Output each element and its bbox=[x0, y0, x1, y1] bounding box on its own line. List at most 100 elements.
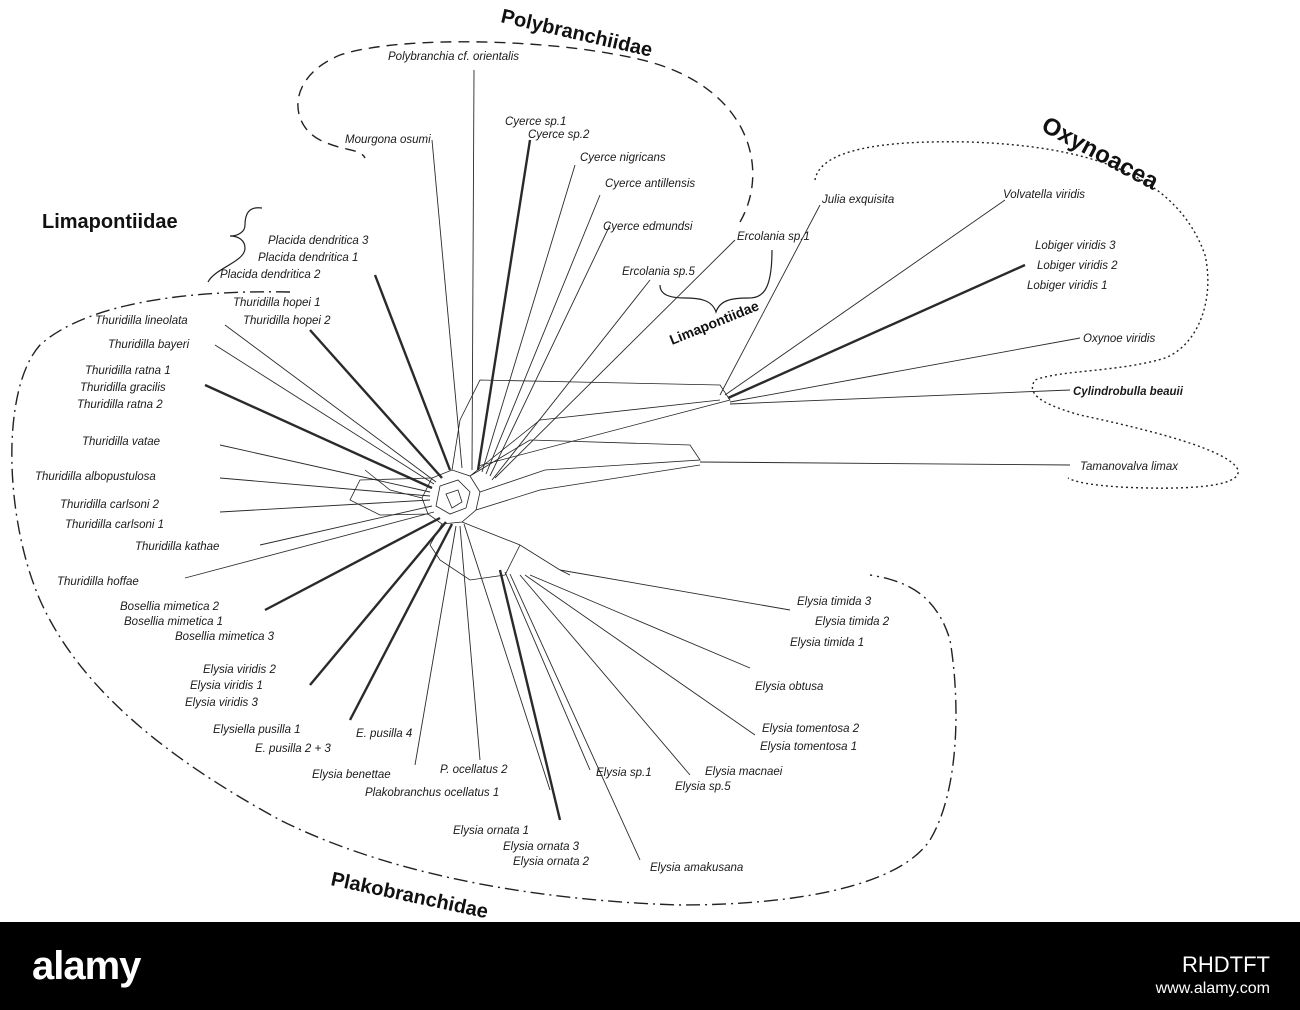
label-thuridilla-lineolata: Thuridilla lineolata bbox=[95, 315, 188, 327]
edge-elysia-tomentosa bbox=[524, 574, 756, 736]
label-cylindrobulla-beauii: Cylindrobulla beauii bbox=[1073, 386, 1184, 398]
network-core bbox=[349, 379, 731, 581]
edge-cyerce-antillensis bbox=[485, 194, 601, 475]
label-thuridilla-ratna-2: Thuridilla ratna 2 bbox=[77, 399, 163, 411]
label-elysia-sp5: Elysia sp.5 bbox=[675, 781, 731, 793]
label-placida-dendritica-3: Placida dendritica 3 bbox=[268, 235, 369, 247]
edge-elysia-amakusana bbox=[509, 573, 641, 861]
label-cyerce-sp2: Cyerce sp.2 bbox=[528, 129, 590, 141]
label-thuridilla-vatae: Thuridilla vatae bbox=[82, 436, 160, 448]
label-cyerce-sp1: Cyerce sp.1 bbox=[505, 116, 566, 128]
stock-url[interactable]: www.alamy.com bbox=[1155, 980, 1270, 997]
edge-elysia-viridis bbox=[309, 521, 447, 686]
edge-tamanovalva bbox=[699, 461, 1071, 466]
edge-volvatella bbox=[724, 199, 1006, 396]
label-bosellia-mimetica-1: Bosellia mimetica 1 bbox=[124, 616, 223, 628]
label-p-ocellatus-2: P. ocellatus 2 bbox=[440, 764, 508, 776]
label-cyerce-antillensis: Cyerce antillensis bbox=[605, 178, 695, 190]
label-lobiger-viridis-2: Lobiger viridis 2 bbox=[1037, 260, 1118, 272]
label-elysia-viridis-2: Elysia viridis 2 bbox=[203, 664, 276, 676]
label-elysia-ornata-3: Elysia ornata 3 bbox=[503, 841, 580, 853]
group-label-polybranchiidae: Polybranchiidae bbox=[499, 5, 654, 61]
edge-elysia-obtusa bbox=[529, 574, 751, 669]
label-thuridilla-ratna-1: Thuridilla ratna 1 bbox=[85, 365, 171, 377]
label-elysia-timida-3: Elysia timida 3 bbox=[797, 596, 872, 608]
taxon-labels: Polybranchia cf. orientalis Mourgona osu… bbox=[35, 51, 1184, 874]
label-elysia-tomentosa-1: Elysia tomentosa 1 bbox=[760, 741, 857, 753]
label-elysia-macnaei: Elysia macnaei bbox=[705, 766, 783, 778]
plakobranchidae-outline bbox=[11, 291, 957, 906]
limapontiidae-braces bbox=[207, 207, 773, 314]
group-label-limapontiidae-right: Limapontiidae bbox=[667, 297, 761, 347]
label-julia-exquisita: Julia exquisita bbox=[821, 194, 894, 206]
edge-p-ocellatus-2 bbox=[459, 525, 481, 761]
label-bosellia-mimetica-3: Bosellia mimetica 3 bbox=[175, 631, 275, 643]
edge-ercolania-sp5 bbox=[491, 279, 651, 481]
edge-cyerce-1-2 bbox=[476, 139, 532, 471]
label-placida-dendritica-1: Placida dendritica 1 bbox=[258, 252, 358, 264]
limapontiidae-left-brace bbox=[207, 207, 263, 283]
label-elysia-timida-1: Elysia timida 1 bbox=[790, 637, 864, 649]
label-thuridilla-hoffae: Thuridilla hoffae bbox=[57, 576, 139, 588]
label-oxynoe-viridis: Oxynoe viridis bbox=[1083, 333, 1155, 345]
edge-mourgona bbox=[431, 139, 463, 469]
label-thuridilla-gracilis: Thuridilla gracilis bbox=[80, 382, 166, 394]
label-elysia-amakusana: Elysia amakusana bbox=[650, 862, 743, 874]
edge-placida bbox=[373, 274, 452, 471]
label-thuridilla-hopei-2: Thuridilla hopei 2 bbox=[243, 315, 331, 327]
label-bosellia-mimetica-2: Bosellia mimetica 2 bbox=[120, 601, 220, 613]
label-thuridilla-albopustulosa: Thuridilla albopustulosa bbox=[35, 471, 156, 483]
polybranchiidae-outline bbox=[297, 41, 754, 223]
label-lobiger-viridis-3: Lobiger viridis 3 bbox=[1035, 240, 1116, 252]
label-thuridilla-carlsoni-1: Thuridilla carlsoni 1 bbox=[65, 519, 164, 531]
label-plakobranchus-ocellatus-1: Plakobranchus ocellatus 1 bbox=[365, 787, 499, 799]
edge-polybranchia bbox=[471, 69, 475, 471]
edge-thuridilla-carlsoni bbox=[219, 499, 431, 513]
group-outlines bbox=[11, 41, 1239, 906]
label-volvatella-viridis: Volvatella viridis bbox=[1003, 189, 1085, 201]
label-e-pusilla-2-3: E. pusilla 2 + 3 bbox=[255, 743, 331, 755]
stock-watermark-bar: alamy RHDTFT www.alamy.com bbox=[0, 922, 1300, 1010]
label-lobiger-viridis-1: Lobiger viridis 1 bbox=[1027, 280, 1108, 292]
label-elysia-viridis-3: Elysia viridis 3 bbox=[185, 697, 258, 709]
edge-cylindrobulla bbox=[729, 389, 1071, 405]
edge-bosellia bbox=[264, 516, 441, 612]
core-splits bbox=[349, 379, 731, 581]
edge-elysia-macnaei bbox=[519, 574, 691, 776]
network-diagram: Polybranchiidae Limapontiidae Limapontii… bbox=[11, 5, 1239, 922]
limapontiidae-right-brace bbox=[659, 249, 773, 314]
label-elysia-sp1: Elysia sp.1 bbox=[596, 767, 652, 779]
label-thuridilla-kathae: Thuridilla kathae bbox=[135, 541, 219, 553]
split-network-figure: Polybranchiidae Limapontiidae Limapontii… bbox=[11, 5, 1239, 922]
label-elysia-tomentosa-2: Elysia tomentosa 2 bbox=[762, 723, 860, 735]
label-cyerce-nigricans: Cyerce nigricans bbox=[580, 152, 666, 164]
label-thuridilla-bayeri: Thuridilla bayeri bbox=[108, 339, 190, 351]
label-ercolania-sp1: Ercolania sp.1 bbox=[737, 231, 810, 243]
edge-thuridilla-hoffae bbox=[184, 511, 435, 579]
label-elysia-obtusa: Elysia obtusa bbox=[755, 681, 823, 693]
edge-elysiella-pusilla bbox=[348, 523, 454, 721]
edge-thuridilla-lineolata bbox=[224, 324, 437, 483]
label-thuridilla-carlsoni-2: Thuridilla carlsoni 2 bbox=[60, 499, 160, 511]
edge-julia bbox=[719, 204, 821, 396]
label-elysia-ornata-1: Elysia ornata 1 bbox=[453, 825, 529, 837]
label-elysiella-pusilla-1: Elysiella pusilla 1 bbox=[213, 724, 301, 736]
label-elysia-ornata-2: Elysia ornata 2 bbox=[513, 856, 590, 868]
edge-ercolania-sp1 bbox=[494, 239, 736, 479]
edge-thuridilla-kathae bbox=[259, 505, 433, 546]
edge-cyerce-edmundsi bbox=[489, 224, 611, 477]
leaf-edges bbox=[184, 69, 1081, 861]
label-thuridilla-hopei-1: Thuridilla hopei 1 bbox=[233, 297, 321, 309]
label-e-pusilla-4: E. pusilla 4 bbox=[356, 728, 412, 740]
edge-thuridilla-ratna bbox=[204, 383, 433, 490]
stock-logo[interactable]: alamy bbox=[32, 944, 141, 988]
edge-elysia-timida bbox=[559, 569, 791, 611]
label-elysia-timida-2: Elysia timida 2 bbox=[815, 616, 890, 628]
label-ercolania-sp5: Ercolania sp.5 bbox=[622, 266, 695, 278]
group-label-oxynoacea: Oxynoacea bbox=[1037, 111, 1163, 195]
edge-thuridilla-vatae bbox=[219, 444, 431, 493]
edge-elysia-benettae bbox=[414, 525, 457, 766]
image-id: RHDTFT bbox=[1182, 952, 1270, 977]
edge-plakobranchus-ocellatus-1 bbox=[463, 523, 551, 791]
edge-thuridilla-hopei bbox=[309, 329, 443, 479]
